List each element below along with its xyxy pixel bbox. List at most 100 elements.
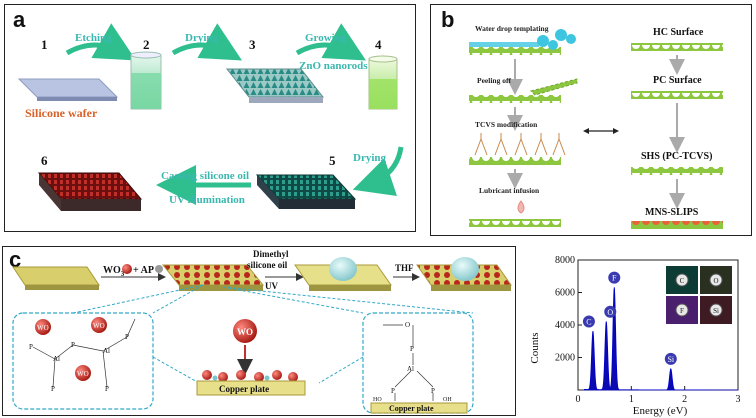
wo-bead: WO — [35, 319, 51, 335]
coated-substrate — [161, 264, 265, 291]
wo-particle-floating: WO — [233, 319, 257, 375]
uv-label: UV — [265, 281, 278, 291]
panel-a-figure: 1 2 3 4 5 6 Silicone wafer Etching Dryin… — [17, 23, 404, 211]
molecular-structure-left — [12, 312, 154, 410]
wo3-particle-icon — [122, 264, 132, 274]
leader-center-left — [152, 356, 200, 384]
growing-label: Growing — [305, 32, 347, 44]
eds-element-maps: C O F Si — [666, 266, 732, 324]
double-arrow-head-right — [613, 128, 619, 134]
y-tick-label: 6000 — [555, 288, 575, 299]
panel-b-figure: Water drop templating Peeling off TCVS m… — [469, 24, 723, 229]
double-arrow-head-left — [583, 128, 589, 134]
oil-infused-substrate — [294, 257, 392, 291]
peeled-film — [530, 78, 578, 96]
drying-label-2: Drying — [353, 152, 387, 164]
particles-on-plate — [202, 370, 298, 382]
panel-b: b Water drop templating Peeling off — [430, 4, 752, 236]
water-drop-label: Water drop templating — [475, 24, 549, 33]
step-1: 1 — [41, 37, 48, 52]
plus-ap-label: + AP — [133, 265, 154, 276]
map-label-si: Si — [713, 307, 719, 315]
x-tick-label: 1 — [629, 394, 634, 405]
uv-illumination-label: UV illumination — [169, 194, 245, 206]
oh-group: OH — [443, 397, 452, 403]
hc-surface-label: HC Surface — [653, 27, 704, 38]
eds-spectrum-area — [584, 287, 739, 391]
drying-arrow-1 — [171, 23, 243, 61]
svg-text:WO: WO — [37, 324, 49, 332]
substrate-step-6 — [37, 172, 143, 211]
mns-slips-label: MNS-SLIPS — [645, 207, 699, 218]
drying-arrow-2 — [352, 146, 404, 197]
panel-a-label: a — [13, 7, 26, 32]
beaker-step-2 — [130, 51, 162, 110]
p-atom: P — [105, 385, 109, 393]
map-label-c: C — [680, 277, 685, 285]
layer-1 — [469, 47, 561, 55]
p-atom: P — [29, 343, 33, 351]
growing-arrow — [295, 23, 367, 61]
zoom-leader-left — [72, 284, 204, 314]
water-layer — [469, 42, 539, 47]
drying-label-1: Drying — [185, 32, 219, 44]
copper-plate-label-right: Copper plate — [389, 404, 434, 413]
peak-marker-c — [582, 315, 595, 328]
y-tick-label: 8000 — [555, 255, 575, 266]
panel-a: a — [4, 4, 416, 232]
water-drop — [566, 34, 576, 44]
al-phosphate-chain — [383, 324, 434, 401]
etching-arrow — [65, 23, 137, 61]
o-atom: O — [405, 321, 410, 329]
copper-plate-center — [196, 380, 306, 396]
wo-bead: WO — [91, 317, 107, 333]
panel-b-label: b — [441, 7, 455, 32]
y-tick-label: 2000 — [555, 353, 575, 364]
step-3: 3 — [249, 37, 256, 52]
p-atom: P — [71, 341, 75, 349]
plain-substrate — [12, 266, 100, 290]
copper-plate-label-center: Copper plate — [219, 384, 269, 394]
svg-text:WO: WO — [237, 327, 253, 337]
wo-bead: WO — [75, 365, 91, 381]
peak-label-si: Si — [667, 355, 674, 364]
p-atom: P — [431, 387, 435, 395]
layer-2 — [469, 95, 561, 103]
map-label-f: F — [680, 307, 684, 315]
panel-c-label: c — [9, 247, 22, 272]
leader-center-right — [318, 356, 364, 384]
substrate-step-3 — [225, 68, 325, 103]
p-atom: P — [410, 345, 414, 353]
casting-label: Casting silicone oil — [161, 170, 249, 182]
lubricant-drop — [517, 200, 525, 214]
svg-text:WO: WO — [93, 322, 105, 330]
peak-label-c: C — [586, 318, 591, 327]
phosphate-network — [32, 318, 136, 388]
silicone-oil-label: silicone oil — [247, 260, 288, 270]
panel-c-figure: WO3 + AP Dimethyl silicone oil UV THF WO — [12, 249, 512, 414]
peak-label-f: F — [612, 274, 617, 283]
step-5: 5 — [329, 153, 336, 168]
silicone-wafer-label: Silicone wafer — [25, 106, 98, 120]
tcvs-molecules — [474, 133, 566, 156]
water-drop — [555, 29, 567, 41]
water-drop — [537, 35, 549, 47]
al-atom: Al — [407, 365, 414, 373]
map-label-o: O — [713, 277, 718, 285]
dimethyl-label: Dimethyl — [253, 249, 289, 259]
copper-plate-right — [370, 402, 468, 414]
layer-3 — [469, 157, 561, 165]
hc-surface — [631, 43, 723, 51]
y-axis-label: Counts — [529, 332, 541, 363]
peak-marker-f — [608, 271, 621, 284]
pc-surface — [631, 91, 723, 99]
tcvs-mod-label: TCVS modification — [475, 120, 538, 129]
shs-surface — [631, 167, 723, 175]
silicone-wafer — [17, 78, 119, 101]
x-axis-label: Energy (eV) — [633, 405, 688, 417]
zoom-leader-right — [222, 286, 474, 314]
zno-label: ZnO nanorods — [299, 60, 368, 72]
peak-marker-si — [664, 352, 677, 365]
substrate-step-5 — [255, 174, 357, 209]
